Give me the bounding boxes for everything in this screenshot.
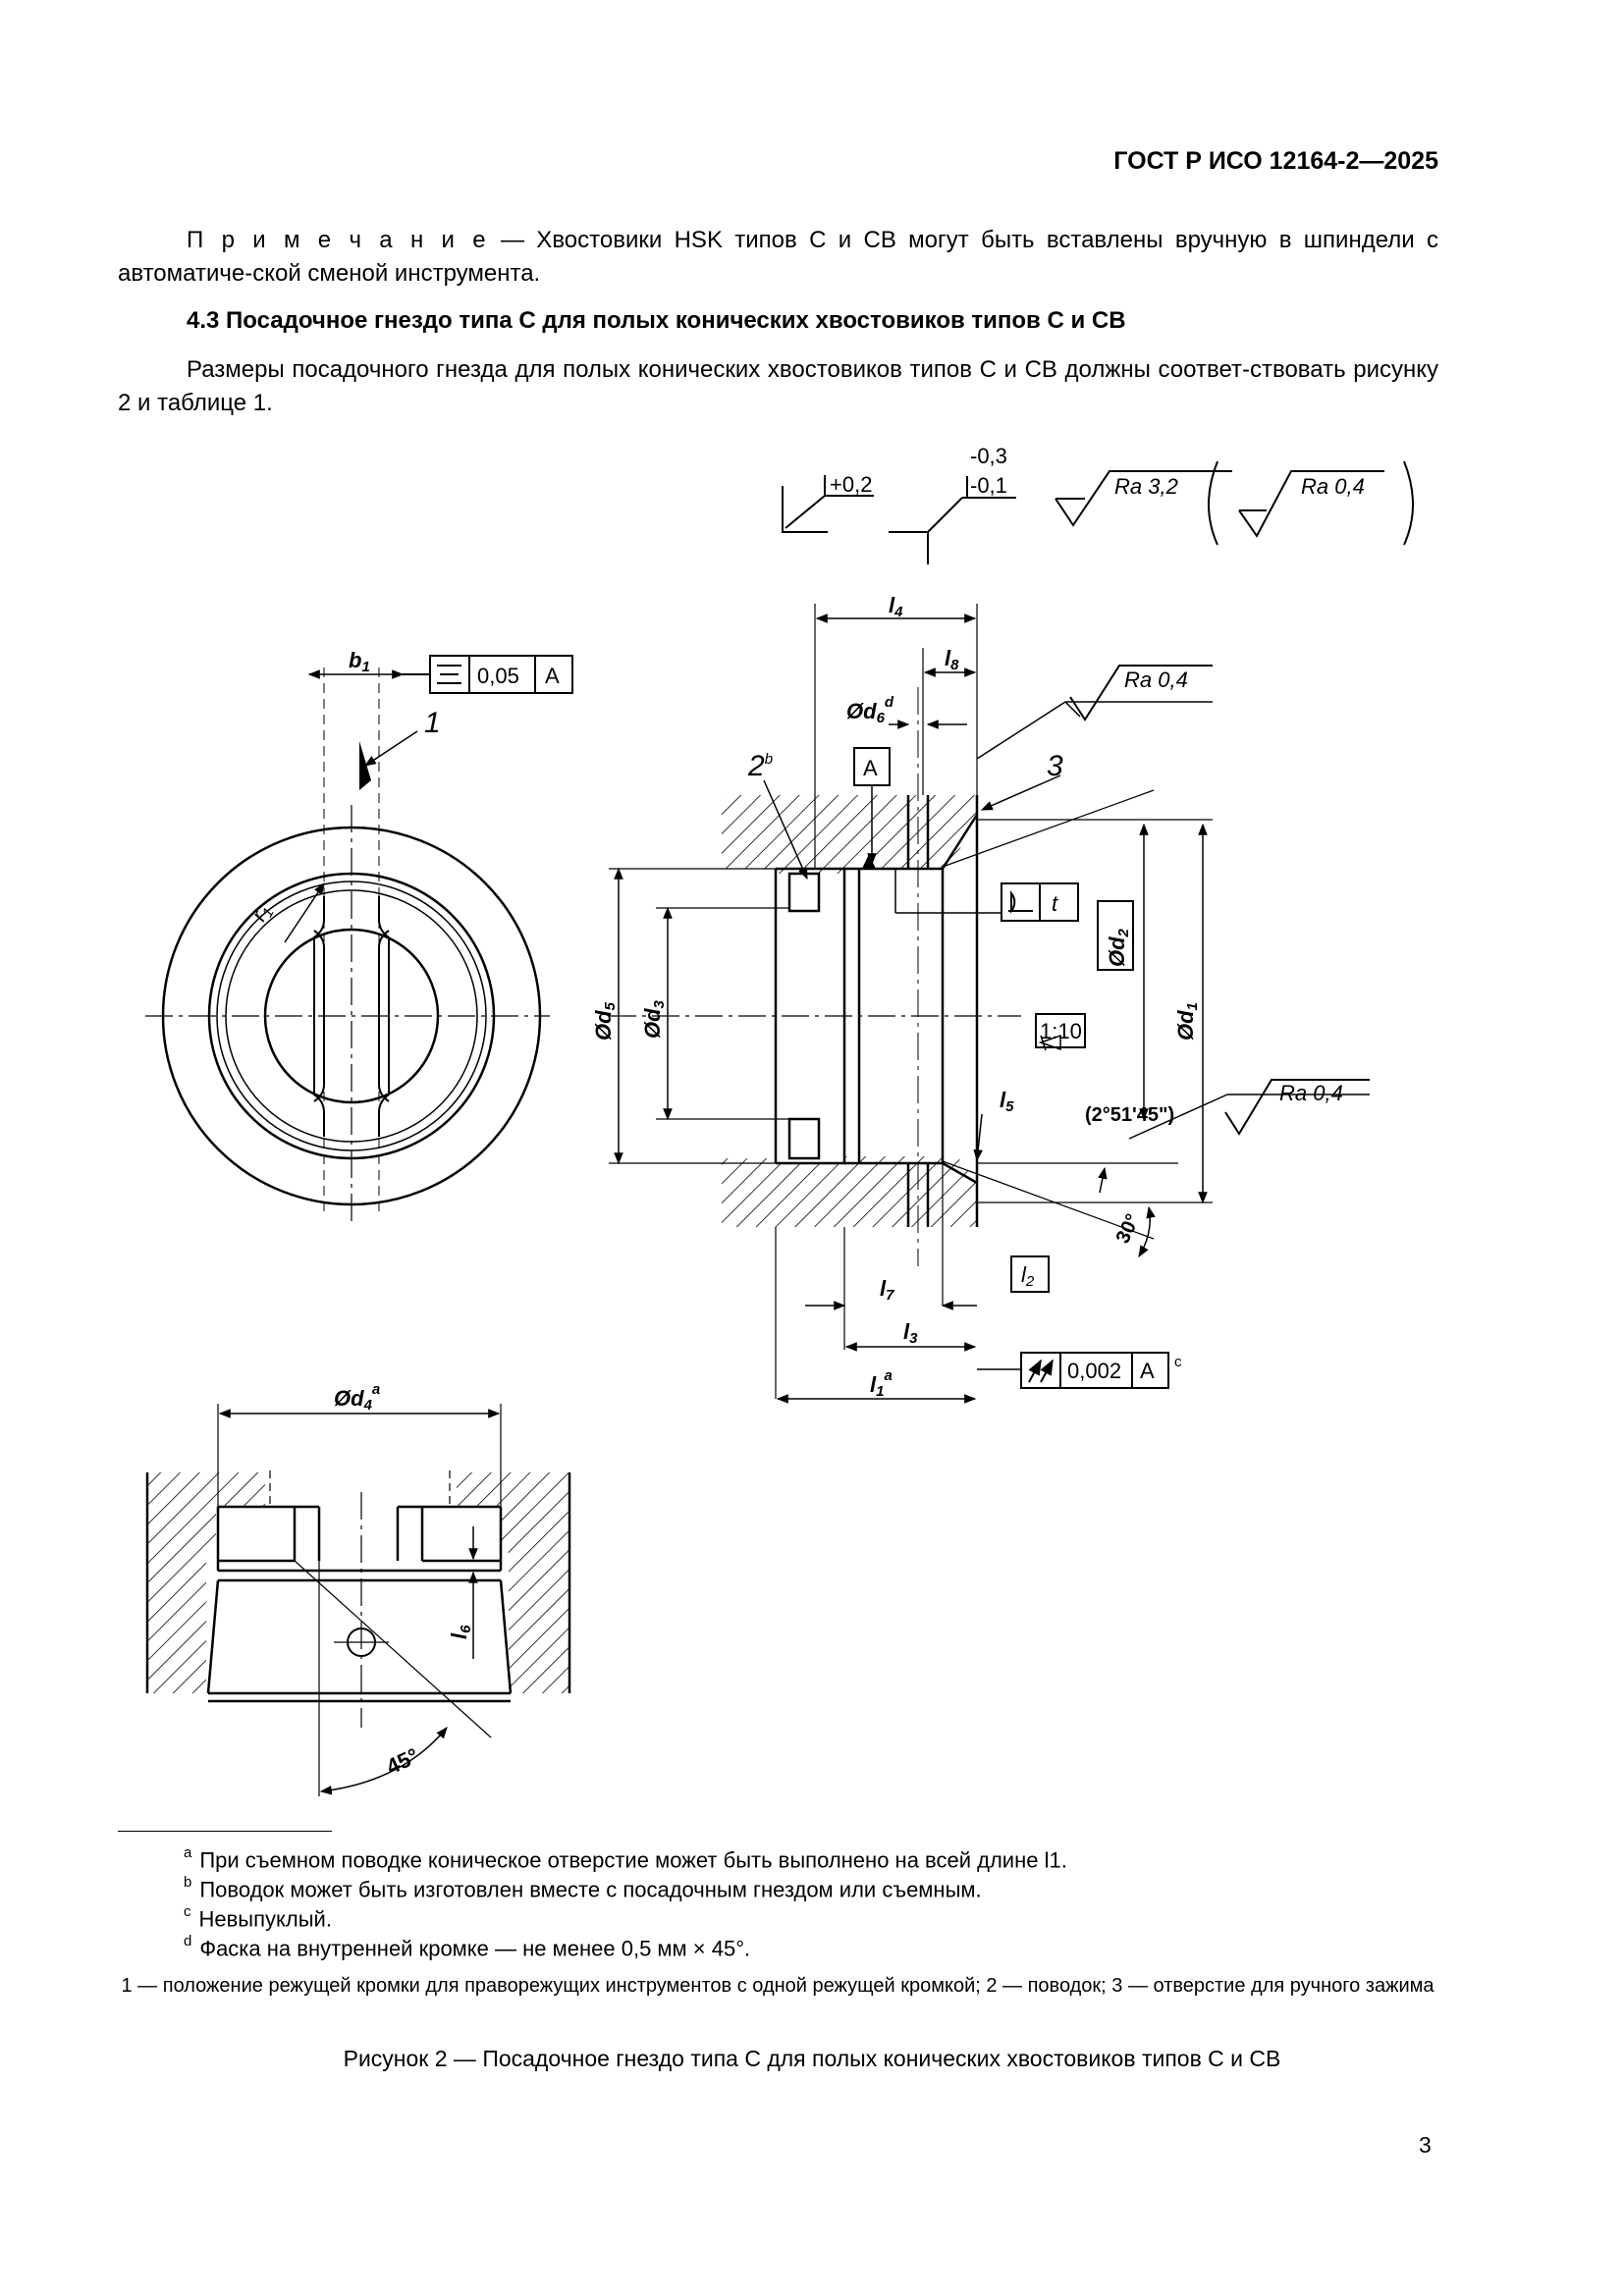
section-title: 4.3 Посадочное гнездо типа C для полых к…: [187, 307, 1126, 334]
tol-minus-lower-label: -0,1: [970, 473, 1007, 498]
note-text: — Хвостовики HSK типов C и CB могут быть…: [118, 227, 1439, 287]
r1-label: r1: [246, 899, 278, 927]
section-paragraph: Размеры посадочного гнезда для полых кон…: [118, 356, 1438, 416]
datum-a-label: A: [863, 756, 878, 780]
profile-tolerance-frame: [1001, 882, 1079, 922]
symmetry-datum: A: [545, 664, 560, 688]
l8-label: l8: [945, 646, 959, 673]
callout-3-label: 3: [1047, 750, 1063, 782]
angle-45-label: 45°: [383, 1743, 423, 1780]
figure-caption: Рисунок 2 — Посадочное гнездо типа C для…: [343, 2046, 1281, 2071]
runout-tolerance-frame: [1020, 1352, 1169, 1389]
tol-plus-label: +0,2: [830, 472, 872, 497]
ra-04-label-lower: Ra 0,4: [1279, 1081, 1343, 1105]
l7-label: l7: [880, 1276, 894, 1304]
symmetry-tolerance-frame: [403, 655, 573, 694]
angle-30-label: 30°: [1112, 1210, 1145, 1247]
section-view: [609, 604, 1370, 1404]
l2-label: l2: [1021, 1262, 1035, 1290]
runout-tol-value: 0,002: [1067, 1359, 1121, 1383]
callout-2-label: 2b: [747, 750, 773, 782]
d2-box: [1097, 900, 1134, 971]
figure-legend: 1 — положение режущей кромки для праворе…: [121, 1975, 1435, 1997]
d6-label: Ød6d: [846, 694, 894, 726]
l2-box: [1010, 1255, 1050, 1293]
t-label: t: [1052, 891, 1058, 916]
l6-label: l6: [447, 1625, 474, 1639]
callout-1-label: 1: [424, 707, 441, 739]
technical-drawing: +0,2 -0,3 -0,1 Ra 3,2 Ra 0,4: [145, 444, 1414, 1796]
d3-label: Ød3: [640, 999, 668, 1039]
page-number: 3: [1419, 2132, 1432, 2158]
datum-a-box: [853, 747, 891, 786]
runout-note-mark: c: [1174, 1354, 1182, 1370]
note-prefix: П р и м е ч а н и е: [187, 227, 489, 253]
taper-label: 1:10: [1040, 1019, 1082, 1043]
note-paragraph: П р и м е ч а н и е — Хвостовики HSK тип…: [118, 224, 1438, 291]
footnote-separator: [118, 1831, 332, 1832]
l4-label: l4: [889, 593, 903, 620]
d5-label: Ød5: [591, 1001, 619, 1041]
symmetry-tol-value: 0,05: [477, 664, 519, 688]
taper-angle-label: (2°51'45"): [1085, 1104, 1174, 1126]
ra-32-label: Ra 3,2: [1114, 474, 1178, 499]
d2-label: Ød2: [1105, 928, 1132, 967]
ra-04-label-upper: Ra 0,4: [1124, 667, 1188, 692]
cutting-edge-marker: [359, 741, 371, 790]
l1-label: l1a: [870, 1367, 893, 1400]
runout-datum: A: [1140, 1359, 1155, 1383]
taper-box: [1035, 1013, 1086, 1048]
l3-label: l3: [903, 1319, 918, 1347]
d1-label: Ød1: [1173, 1002, 1201, 1041]
ra-04-label-top: Ra 0,4: [1301, 474, 1365, 499]
detail-view: [145, 1404, 571, 1796]
document-header: ГОСТ Р ИСО 12164-2—2025: [1113, 147, 1438, 175]
tol-minus-upper-label: -0,3: [970, 444, 1007, 468]
b1-label: b1: [349, 648, 370, 675]
ra-symbols-section: [1069, 665, 1370, 1136]
d4-label: Ød4a: [334, 1381, 380, 1414]
l5-label: l5: [1000, 1088, 1014, 1115]
surface-symbols: [782, 460, 1414, 564]
front-view: [145, 667, 550, 1227]
